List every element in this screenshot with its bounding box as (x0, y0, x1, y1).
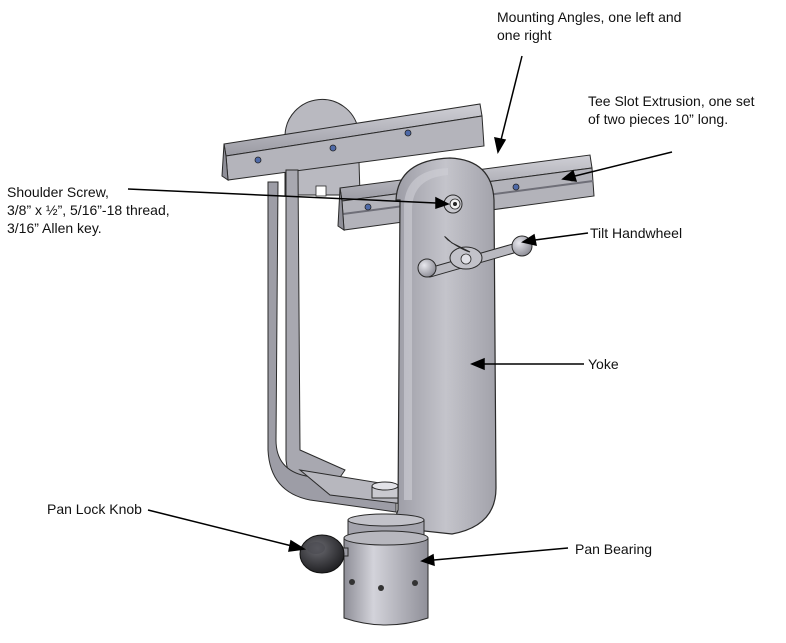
label-yoke: Yoke (588, 356, 619, 372)
tee-slot-leader (561, 151, 673, 182)
label-tilt-handwheel: Tilt Handwheel (590, 225, 683, 241)
label-mounting-angles-line1: Mounting Angles, one left and (497, 9, 682, 25)
leader-lines (127, 55, 673, 567)
mounting-angles-leader (494, 55, 523, 155)
pan-bearing-leader (420, 547, 569, 567)
center-bolt (371, 481, 399, 499)
shoulder-screw-leader (127, 188, 450, 210)
label-tee-slot: Tee Slot Extrusion, one set of two piece… (588, 92, 755, 128)
pan-lock-knob (299, 534, 349, 574)
mounting-angle-rear (221, 103, 485, 181)
label-mounting-angles-line2: one right (497, 27, 552, 43)
shoulder-screw (443, 194, 463, 214)
label-tee-slot-line1: Tee Slot Extrusion, one set (588, 93, 755, 109)
pan-bearing (343, 513, 429, 626)
tilt-handwheel-leader (521, 232, 589, 246)
yoke-leader (470, 357, 584, 371)
tilt-handwheel (417, 235, 533, 278)
label-pan-lock-knob: Pan Lock Knob (47, 501, 142, 517)
label-tee-slot-line2: of two pieces 10” long. (588, 111, 729, 127)
label-mounting-angles: Mounting Angles, one left and one right (497, 8, 681, 44)
label-pan-bearing: Pan Bearing (575, 541, 653, 557)
label-shoulder-screw: Shoulder Screw, 3/8” x ½”, 5/16”-18 thre… (7, 183, 170, 237)
label-shoulder-screw-line2: 3/8” x ½”, 5/16”-18 thread, (7, 202, 170, 218)
pan-lock-knob-leader (147, 509, 307, 552)
label-shoulder-screw-line3: 3/16” Allen key. (7, 220, 102, 236)
yoke-rear-arm (285, 169, 346, 493)
label-shoulder-screw-line1: Shoulder Screw, (7, 184, 109, 200)
